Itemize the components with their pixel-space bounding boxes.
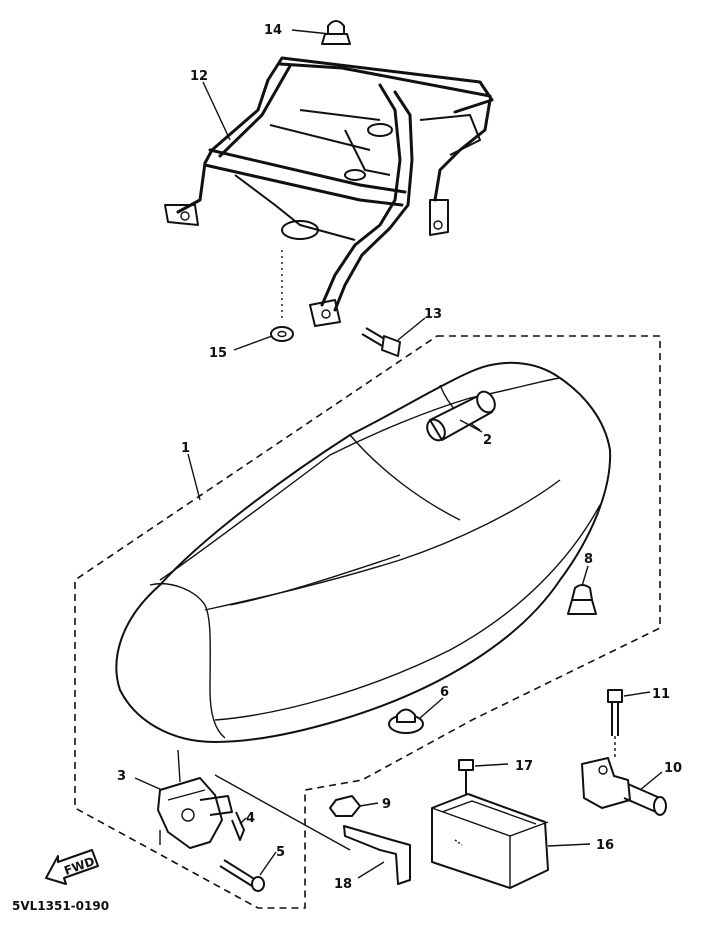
pin-part [219,859,265,892]
callout-12: 12 [190,69,208,84]
callout-10: 10 [664,761,682,776]
callout-11: 11 [652,687,670,702]
callout-9: 9 [382,797,391,812]
callout-15: 15 [209,346,227,361]
nut-part [329,795,361,817]
tube-part [426,390,496,442]
diagram-code: 5VL1351-0190 [12,899,109,913]
fwd-arrow: FWD [45,849,99,885]
seat-group-boundary [74,335,661,909]
carrier-part [164,56,494,327]
callout-8: 8 [584,552,593,567]
bracket-18-part [343,825,411,885]
washer-part [270,250,294,342]
damper-8-part [567,584,597,615]
bolt-13-part [361,327,401,357]
cap-nut-part [321,20,351,45]
leader-lines [134,29,663,879]
callout-16: 16 [596,838,614,853]
spring-clip-part [231,811,245,841]
bolt-17-part [458,759,474,818]
callout-1: 1 [181,441,190,456]
callout-13: 13 [424,307,442,322]
damper-6-part [388,708,424,734]
callout-5: 5 [276,845,285,860]
tray-part [431,793,549,889]
seat-lock-bracket-part [157,749,233,849]
callout-4: 4 [246,811,255,826]
hinge-part [581,757,667,816]
callout-17: 17 [515,759,533,774]
callout-3: 3 [117,769,126,784]
callout-labels: 14 12 15 13 1 2 8 6 3 4 5 9 17 11 10 16 … [12,23,682,913]
bolt-11-part [607,689,623,760]
callout-14: 14 [264,23,282,38]
callout-18: 18 [334,877,352,892]
callout-6: 6 [440,685,449,700]
callout-2: 2 [483,433,492,448]
seat-part [115,361,612,743]
